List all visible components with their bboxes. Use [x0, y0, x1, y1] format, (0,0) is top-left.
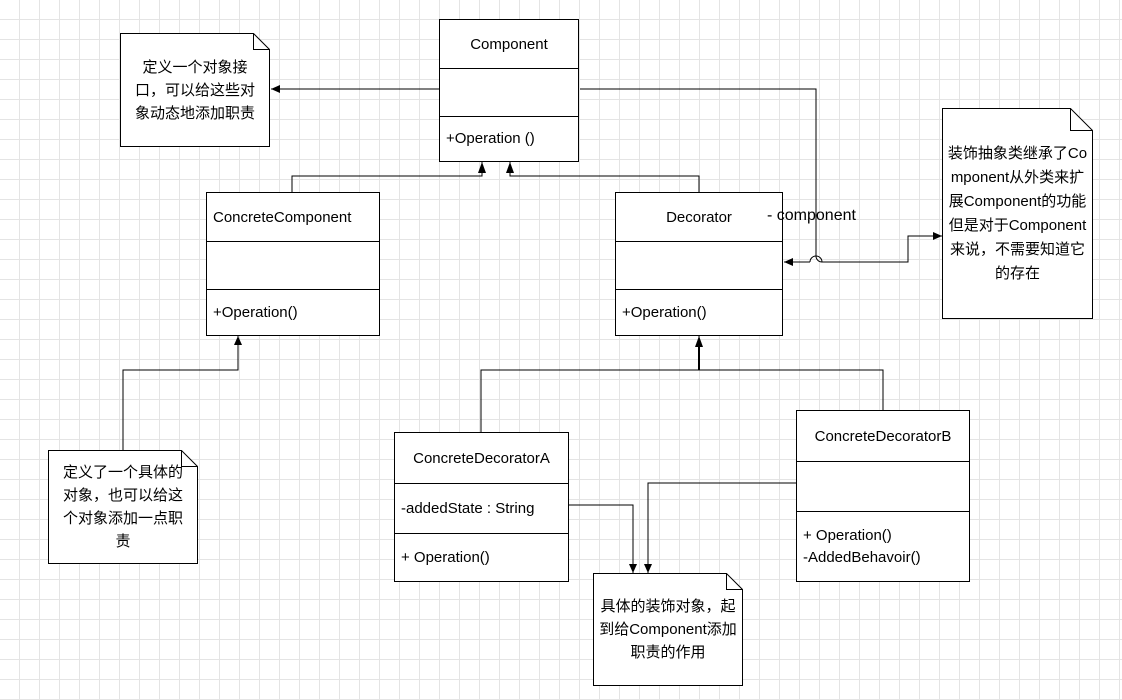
- class-concrete-decorator-a[interactable]: ConcreteDecoratorA -addedState : String …: [394, 432, 569, 582]
- note-shape: [942, 108, 1093, 319]
- class-operations: + Operation() -AddedBehavoir(): [797, 511, 969, 581]
- arrowhead-concretecomponent: [478, 162, 486, 173]
- operation: + Operation(): [401, 548, 490, 566]
- class-name: Decorator: [666, 208, 732, 226]
- note-decorator[interactable]: 装饰抽象类继承了Component从外类来扩展Component的功能但是对于C…: [942, 108, 1093, 319]
- note-shape: [593, 573, 743, 686]
- class-attributes: [440, 68, 578, 116]
- generalization-concretecomponent: [291, 162, 483, 192]
- note-text: 具体的装饰对象，起到给Component添加职责的作用: [599, 598, 737, 661]
- generalization-decoratorb: [699, 369, 884, 410]
- arrowhead-decorator: [506, 162, 514, 173]
- note-shape: [120, 33, 270, 147]
- association-hop: [809, 255, 823, 263]
- class-concrete-decorator-b[interactable]: ConcreteDecoratorB + Operation() -AddedB…: [796, 410, 970, 582]
- association-role-label: - component: [767, 207, 856, 224]
- class-name: ConcreteDecoratorB: [814, 427, 952, 445]
- class-attributes: -addedState : String: [395, 483, 568, 533]
- class-decorator[interactable]: Decorator +Operation(): [615, 192, 783, 336]
- operation: +Operation (): [446, 130, 535, 147]
- class-operations: +Operation (): [440, 116, 578, 161]
- class-component[interactable]: Component +Operation (): [439, 19, 579, 162]
- class-operations: +Operation(): [207, 289, 379, 335]
- decorator-note-link: [822, 232, 942, 263]
- class-concrete-component[interactable]: ConcreteComponent +Operation(): [206, 192, 380, 336]
- class-operations: +Operation(): [616, 289, 782, 335]
- generalization-decoratora: [480, 336, 700, 432]
- note-shape: [48, 450, 198, 564]
- operation: +Operation(): [213, 303, 298, 321]
- class-attributes: [797, 461, 969, 511]
- note-text: 定义了一个具体的对象，也可以给这个对象添加一点职责: [62, 464, 183, 550]
- note-concrete-component[interactable]: 定义了一个具体的对象，也可以给这个对象添加一点职责: [48, 450, 198, 564]
- generalization-decorator: [509, 162, 700, 192]
- association-component: [580, 88, 823, 263]
- operation: -AddedBehavoir(): [803, 548, 921, 566]
- operation: + Operation(): [803, 526, 892, 544]
- arrowhead-decorators: [695, 336, 703, 347]
- note-text: 定义一个对象接口，可以给这些对象动态地添加职责: [134, 58, 255, 122]
- operation: +Operation(): [622, 303, 707, 321]
- concretecomponent-note-link: [122, 336, 242, 450]
- note-component[interactable]: 定义一个对象接口，可以给这些对象动态地添加职责: [120, 33, 270, 147]
- note-text: 装饰抽象类继承了Component从外类来扩展Component的功能但是对于C…: [947, 144, 1088, 282]
- class-operations: + Operation(): [395, 533, 568, 581]
- class-name: Component: [470, 35, 548, 53]
- note-concrete-decorator[interactable]: 具体的装饰对象，起到给Component添加职责的作用: [593, 573, 743, 686]
- decoratorb-note-link: [644, 482, 796, 573]
- class-attributes: [616, 241, 782, 289]
- class-attributes: [207, 241, 379, 289]
- class-name: ConcreteComponent: [213, 208, 352, 226]
- decoratora-note-link: [569, 504, 637, 573]
- class-name: ConcreteDecoratorA: [413, 449, 550, 467]
